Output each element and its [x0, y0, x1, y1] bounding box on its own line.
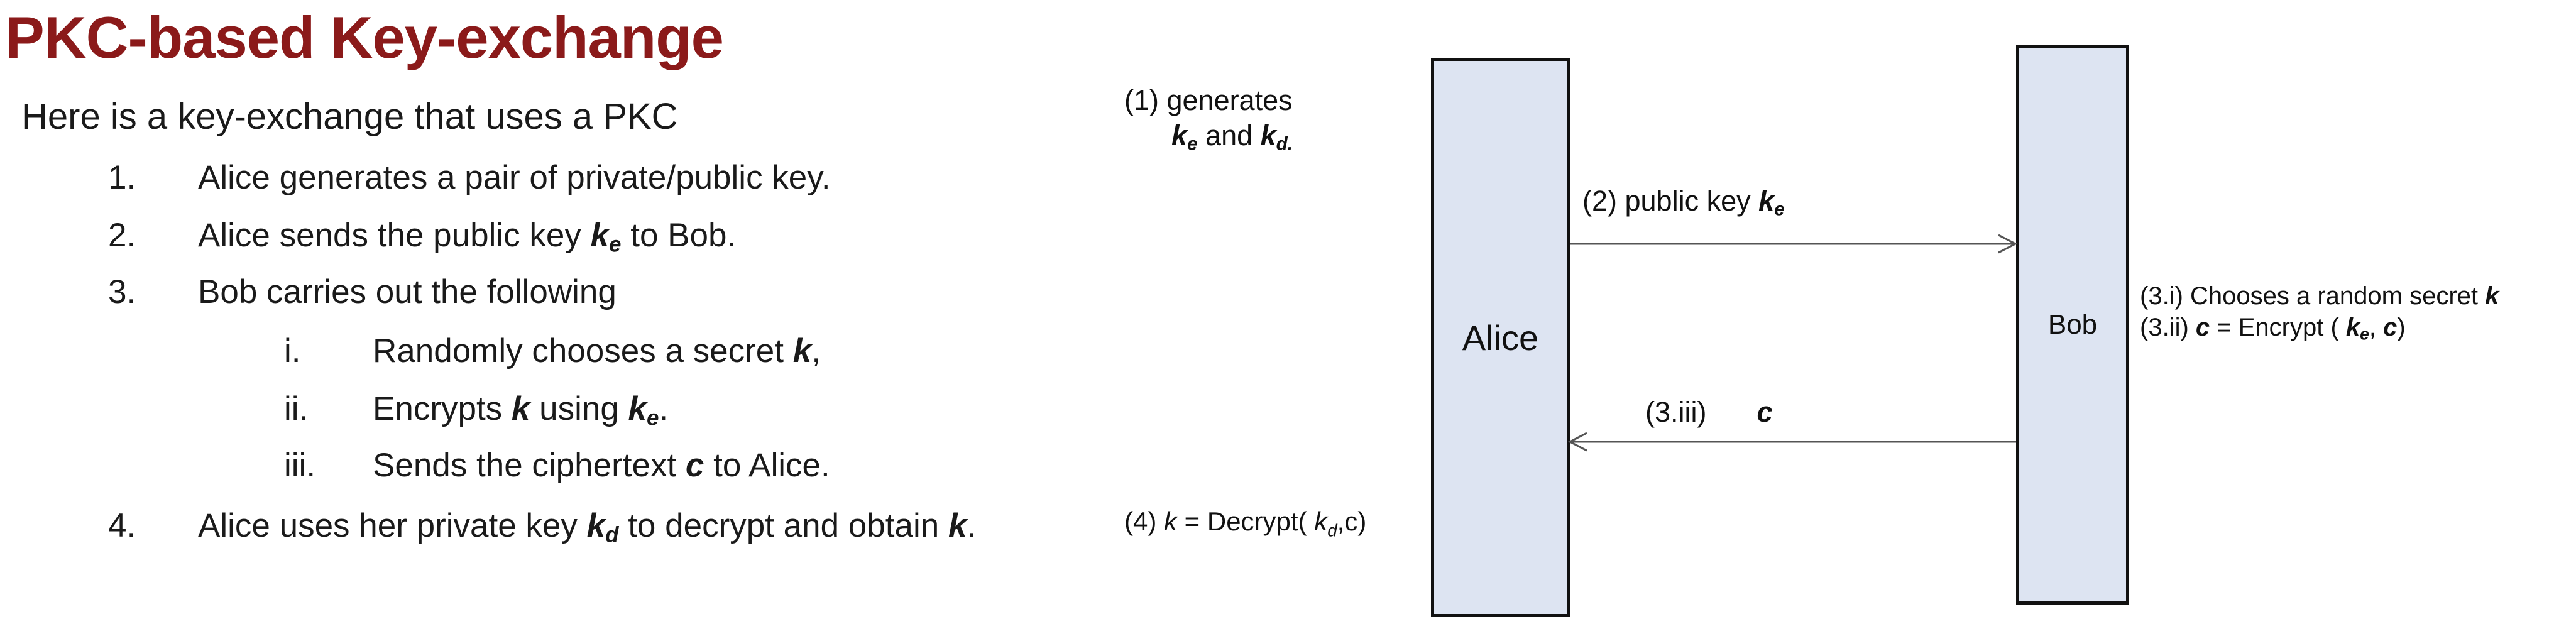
step-text: Alice sends the public key ke to Bob. — [198, 216, 736, 258]
variable: k — [2345, 314, 2360, 341]
text-part: , — [811, 332, 821, 370]
subscript: e — [1187, 133, 1198, 155]
variable: k — [792, 332, 812, 370]
variable: k — [586, 507, 606, 544]
subscript: e — [647, 405, 659, 430]
step-number: 4. — [108, 507, 136, 544]
note-line: (1) generates — [1124, 84, 1293, 116]
slide-title: PKC-based Key-exchange — [5, 4, 724, 70]
subscript: e — [609, 232, 622, 257]
step-number: 2. — [108, 217, 136, 254]
step-text: Sends the ciphertext c to Alice. — [373, 446, 830, 485]
text-part: = Encrypt ( — [2210, 314, 2346, 341]
arrowhead-right-icon — [1998, 234, 2018, 254]
message-ciphertext-label: (3.iii) c — [1645, 395, 1773, 430]
variable: k — [590, 217, 610, 254]
variable: k — [1164, 507, 1177, 536]
variable: k — [948, 507, 967, 544]
variable: k — [511, 390, 530, 427]
subscript: e — [1774, 199, 1785, 220]
text-part: . — [659, 390, 669, 427]
text-part: . — [967, 507, 977, 544]
text-part: (2) public key — [1582, 185, 1759, 217]
note-generates: (1) generates ke and kd. — [1124, 83, 1293, 156]
variable: k — [1758, 185, 1775, 217]
variable: k — [2485, 282, 2499, 310]
step-number: ii. — [284, 390, 309, 427]
note-decrypt: (4) k = Decrypt( kd,c) — [1124, 505, 1366, 542]
step-text: Alice generates a pair of private/public… — [198, 159, 831, 196]
text-part: using — [530, 390, 628, 427]
step-text: Encrypts k using ke. — [373, 390, 668, 431]
alice-label: Alice — [1462, 317, 1539, 358]
subscript: e — [2360, 324, 2369, 344]
text-part: (3.i) Chooses a random secret — [2140, 282, 2486, 310]
variable: k — [1171, 119, 1188, 152]
subscript: d. — [1276, 133, 1293, 155]
variable: c — [1757, 396, 1773, 428]
note-bob-steps: (3.i) Chooses a random secret k (3.ii) c… — [2140, 280, 2499, 345]
step-number: 3. — [108, 273, 136, 310]
text-part: to Bob. — [621, 217, 737, 254]
step-number: 1. — [108, 159, 136, 196]
text-part: Alice uses her private key — [198, 507, 587, 544]
text-part: to Alice. — [704, 447, 830, 484]
text-part: ) — [2397, 314, 2406, 341]
step-text: Alice uses her private key kd to decrypt… — [198, 507, 976, 548]
note-line: (3.i) Chooses a random secret k — [2140, 280, 2499, 312]
text-part: Randomly chooses a secret — [373, 332, 793, 370]
arrowhead-left-icon — [1567, 432, 1587, 452]
variable: c — [2383, 314, 2398, 341]
text-part: , — [2369, 314, 2384, 341]
variable: c — [685, 447, 704, 484]
intro-text: Here is a key-exchange that uses a PKC — [21, 96, 678, 137]
bob-box: Bob — [2016, 45, 2129, 605]
message-public-key-label: (2) public key ke — [1582, 184, 1785, 221]
step-number: i. — [284, 332, 301, 370]
steps-list: 1. Alice generates a pair of private/pub… — [0, 0, 1100, 619]
text-part: ,c) — [1337, 507, 1367, 536]
text-part: Alice sends the public key — [198, 217, 591, 254]
note-line: (3.ii) c = Encrypt ( ke, c) — [2140, 312, 2499, 345]
text-part: and — [1197, 119, 1261, 152]
bob-label: Bob — [2047, 309, 2098, 340]
text-part: Sends the ciphertext — [373, 447, 686, 484]
step-text: Bob carries out the following — [198, 273, 617, 310]
text-part: to decrypt and obtain — [618, 507, 948, 544]
variable: k — [1314, 507, 1328, 536]
text-part: Encrypts — [373, 390, 512, 427]
variable: k — [1260, 119, 1276, 152]
note-line: ke and kd. — [1124, 118, 1293, 156]
subscript: d — [605, 522, 619, 547]
step-text: Randomly chooses a secret k, — [373, 332, 821, 370]
text-part: = Decrypt( — [1177, 507, 1315, 536]
text-part: (3.ii) — [2140, 314, 2196, 341]
step-number: iii. — [284, 447, 316, 484]
alice-box: Alice — [1431, 58, 1570, 617]
text-part: (4) — [1124, 507, 1164, 536]
variable: c — [2195, 314, 2210, 341]
subscript: d — [1327, 520, 1337, 540]
variable: k — [628, 390, 647, 427]
text-part: (3.iii) — [1645, 396, 1707, 428]
